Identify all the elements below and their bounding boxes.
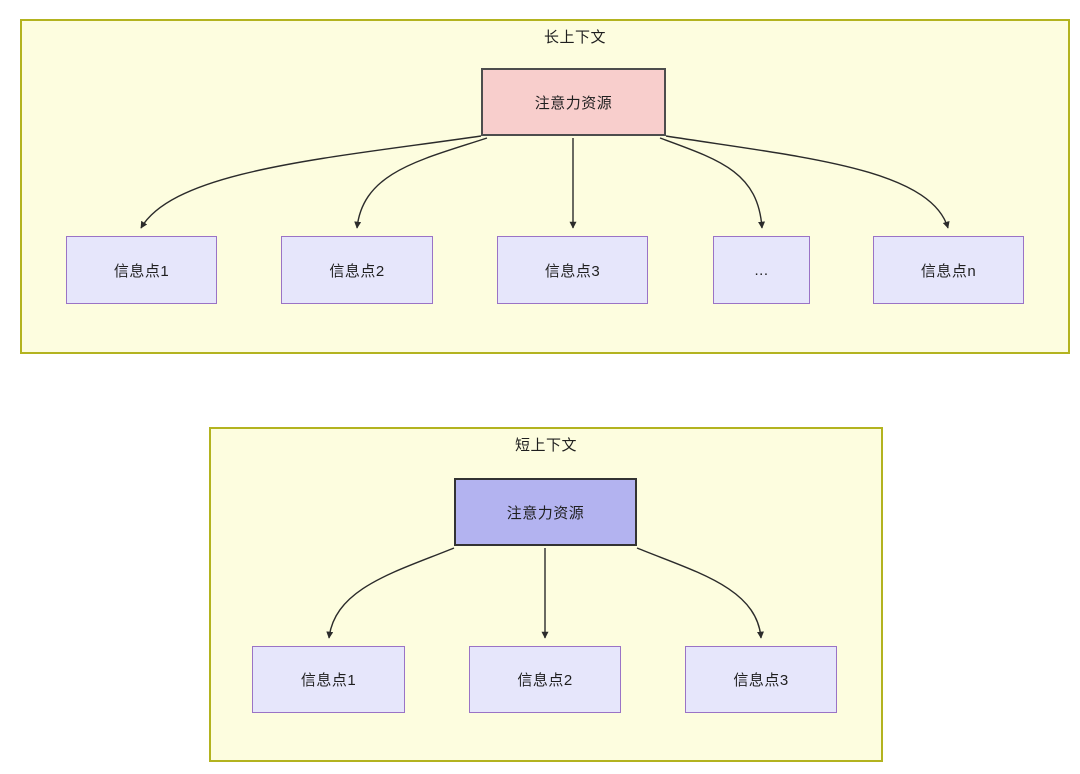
edge-group-long-context <box>140 135 950 229</box>
panel-long-context-title: 长上下文 <box>543 29 606 46</box>
node-info-point-3-short[interactable]: 信息点3 <box>685 646 837 713</box>
node-attention-resource-short[interactable]: 注意力资源 <box>454 478 637 546</box>
edge-root-to-leaf-1 <box>140 135 482 229</box>
edge-short-root-to-leaf-3 <box>636 547 764 639</box>
edge-root-to-leaf-2 <box>354 137 488 229</box>
edge-root-to-leaf-dots <box>659 137 766 229</box>
node-attention-resource-long[interactable]: 注意力资源 <box>481 68 666 136</box>
node-info-point-2-short[interactable]: 信息点2 <box>469 646 621 713</box>
edge-group-short-context <box>326 547 764 639</box>
node-info-point-3-long[interactable]: 信息点3 <box>497 236 648 304</box>
panel-short-context-title: 短上下文 <box>514 437 577 454</box>
node-info-point-2-long[interactable]: 信息点2 <box>281 236 433 304</box>
node-info-point-n-long[interactable]: 信息点n <box>873 236 1024 304</box>
edge-short-root-to-leaf-1 <box>326 547 455 639</box>
edge-root-to-leaf-n <box>665 135 950 229</box>
node-info-point-1-long[interactable]: 信息点1 <box>66 236 217 304</box>
node-info-point-1-short[interactable]: 信息点1 <box>252 646 405 713</box>
node-info-point-ellipsis-long[interactable]: ... <box>713 236 810 304</box>
